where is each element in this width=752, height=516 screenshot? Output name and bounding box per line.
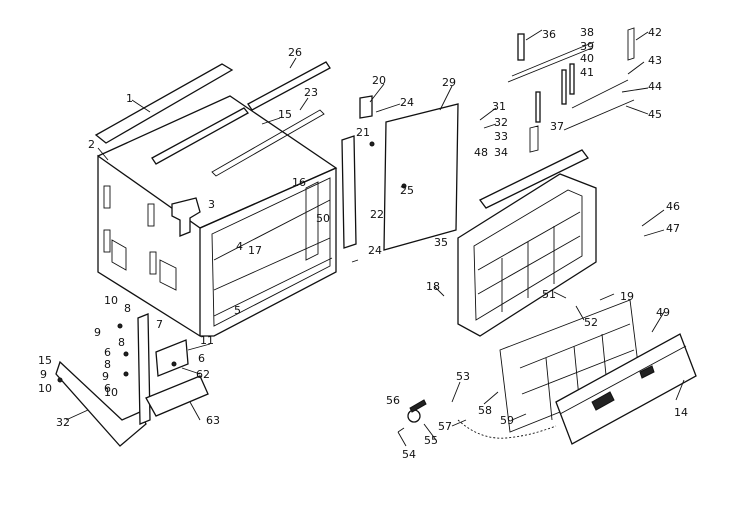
label-33: 33 <box>494 130 508 143</box>
label-10a: 10 <box>104 294 118 307</box>
label-15: 15 <box>278 108 292 121</box>
label-9c: 9 <box>40 368 47 381</box>
label-31: 31 <box>492 100 506 113</box>
label-22: 22 <box>370 208 384 221</box>
label-39: 39 <box>580 40 594 53</box>
label-14: 14 <box>674 406 688 419</box>
label-5: 5 <box>234 304 241 317</box>
label-48: 48 <box>474 146 488 159</box>
label-2: 2 <box>88 138 95 151</box>
label-20: 20 <box>372 74 386 87</box>
label-26: 26 <box>288 46 302 59</box>
label-19: 19 <box>620 290 634 303</box>
label-41: 41 <box>580 66 594 79</box>
label-51: 51 <box>542 288 556 301</box>
label-44: 44 <box>648 80 662 93</box>
label-55: 55 <box>424 434 438 447</box>
label-9b: 9 <box>102 370 109 383</box>
label-21: 21 <box>356 126 370 139</box>
label-12: 32 <box>56 416 70 429</box>
label-8a: 8 <box>124 302 131 315</box>
label-24a: 24 <box>400 96 414 109</box>
label-17: 17 <box>248 244 262 257</box>
label-25: 25 <box>400 184 414 197</box>
label-6b: 6 <box>198 352 205 365</box>
label-35: 35 <box>434 236 448 249</box>
label-36: 36 <box>542 28 556 41</box>
label-38: 38 <box>580 26 594 39</box>
label-52: 52 <box>584 316 598 329</box>
label-63: 63 <box>206 414 220 427</box>
filter-and-front-cover <box>397 299 697 445</box>
label-46: 46 <box>666 200 680 213</box>
label-6c: 6 <box>104 382 111 395</box>
label-50: 50 <box>316 212 330 225</box>
support-bracket-assembly <box>55 313 209 447</box>
leader-lines <box>65 29 685 447</box>
label-49: 49 <box>656 306 670 319</box>
label-6a: 6 <box>104 346 111 359</box>
label-32a: 32 <box>494 116 508 129</box>
label-59: 59 <box>500 414 514 427</box>
label-9a: 9 <box>94 326 101 339</box>
label-58: 58 <box>478 404 492 417</box>
part-number-labels: 1 2 3 4 5 15 16 17 23 26 50 20 24 21 22 … <box>38 26 688 461</box>
label-10c: 10 <box>104 386 118 399</box>
label-53: 53 <box>456 370 470 383</box>
label-42: 42 <box>648 26 662 39</box>
label-1: 1 <box>126 92 133 105</box>
label-54: 54 <box>402 448 416 461</box>
label-43: 43 <box>648 54 662 67</box>
label-40: 40 <box>580 52 594 65</box>
label-10b: 10 <box>38 382 52 395</box>
cabinet-assembly <box>94 61 338 338</box>
label-15b: 15 <box>38 354 52 367</box>
label-62: 62 <box>196 368 210 381</box>
label-37: 37 <box>550 120 564 133</box>
label-57: 57 <box>438 420 452 433</box>
center-panel-assembly <box>341 95 459 263</box>
label-16: 16 <box>292 176 306 189</box>
label-24b: 24 <box>368 244 382 257</box>
label-4: 4 <box>236 240 243 253</box>
label-56: 56 <box>386 394 400 407</box>
label-45: 45 <box>648 108 662 121</box>
label-7: 7 <box>156 318 163 331</box>
label-23: 23 <box>304 86 318 99</box>
label-11: 11 <box>200 334 214 347</box>
label-34: 34 <box>494 146 508 159</box>
label-8b: 8 <box>118 336 125 349</box>
label-8c: 8 <box>104 358 111 371</box>
label-18: 18 <box>426 280 440 293</box>
label-3: 3 <box>208 198 215 211</box>
front-grille-assembly <box>457 27 635 337</box>
label-29: 29 <box>442 76 456 89</box>
label-47: 47 <box>666 222 680 235</box>
